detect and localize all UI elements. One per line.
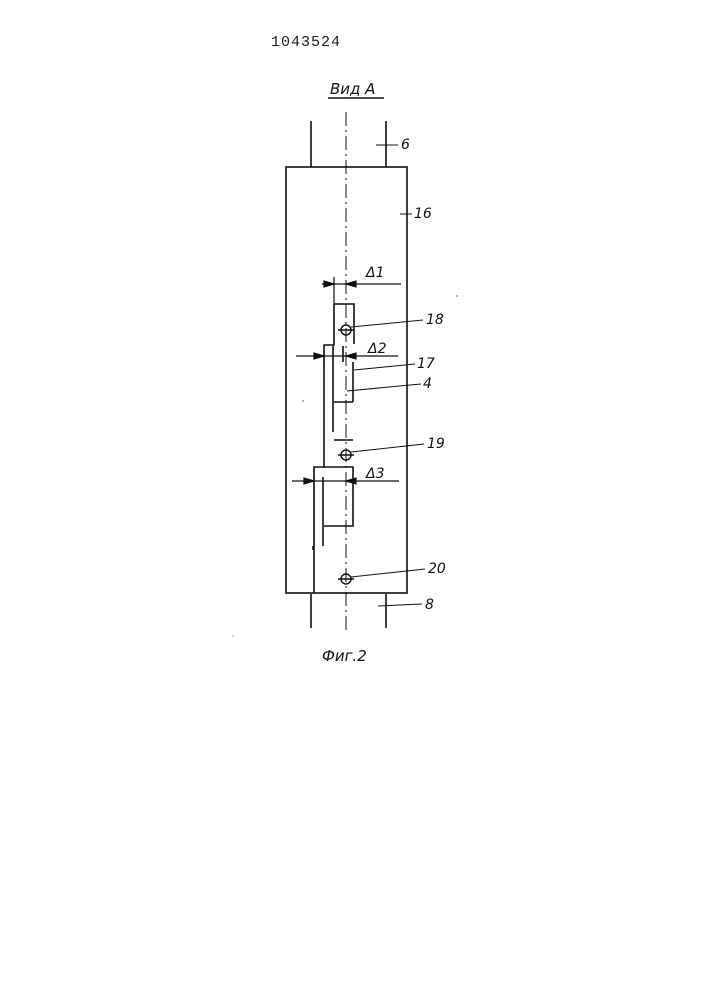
bolt-centerlines [338, 330, 354, 579]
plate-segments [334, 402, 353, 440]
leader-18 [351, 320, 423, 327]
stepped-plate-17 [324, 467, 353, 526]
arrow-delta3-right [346, 478, 356, 484]
leader-20 [351, 569, 425, 577]
leader-4 [347, 384, 421, 391]
label-8: 8 [425, 597, 434, 613]
leader-19 [351, 444, 424, 452]
arrow-delta2-left [314, 353, 324, 359]
label-19: 19 [427, 436, 445, 452]
offset-plate-edge [313, 346, 353, 550]
label-20: 20 [428, 561, 446, 577]
label-18: 18 [426, 312, 444, 328]
label-6: 6 [401, 137, 410, 153]
plate-4 [314, 304, 354, 593]
label-4: 4 [423, 376, 432, 392]
upper-shaft-6 [311, 121, 386, 167]
leader-8 [378, 604, 422, 606]
label-16: 16 [414, 206, 432, 222]
figure-caption: Фиг.2 [322, 647, 367, 665]
label-delta2: Δ2 [367, 341, 387, 357]
label-17: 17 [417, 356, 435, 372]
leader-17 [354, 364, 415, 370]
lower-shaft-8 [311, 594, 386, 628]
arrow-delta1-right [346, 281, 356, 287]
scan-specks [232, 295, 458, 637]
arrow-delta1-left [324, 281, 334, 287]
arrow-delta3-left [304, 478, 314, 484]
view-title: Вид А [330, 80, 375, 98]
arrow-delta2-right [346, 353, 356, 359]
document-number: 1043524 [271, 34, 341, 51]
label-delta1: Δ1 [365, 265, 384, 281]
label-delta3: Δ3 [365, 466, 384, 482]
